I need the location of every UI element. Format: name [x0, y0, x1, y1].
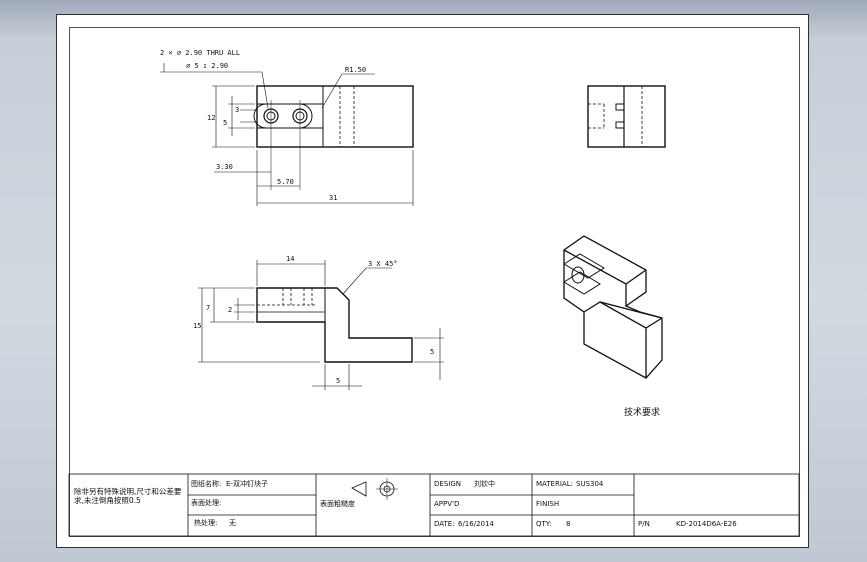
- approved-label: APPV'D: [434, 500, 460, 508]
- surface-treatment-label: 表面处理:: [191, 499, 222, 507]
- dim-7: 7: [206, 304, 210, 312]
- chamfer-label: 3 X 45°: [368, 260, 398, 268]
- radius-label: R1.50: [345, 66, 366, 74]
- dim-right-5: 5: [430, 348, 434, 356]
- roughness-label: 表面粗糙度: [320, 500, 355, 508]
- general-note: 除非另有特殊说明,尺寸和公差要求,未注倒角按照0.5: [74, 487, 182, 505]
- material-label: MATERIAL:: [536, 480, 573, 488]
- dim-3: 3: [235, 106, 239, 114]
- dim-bottom-5: 5: [336, 377, 340, 385]
- qty-value: 8: [566, 520, 571, 528]
- drawing-sheet: [56, 14, 809, 548]
- dim-12: 12: [207, 114, 215, 122]
- dim-15: 15: [193, 322, 201, 330]
- finish-label: FINISH: [536, 500, 560, 508]
- date-label: DATE:: [434, 520, 455, 528]
- hole-callout-1: 2 × ⌀ 2.90 THRU ALL: [160, 49, 240, 57]
- dim-3-30: 3.30: [216, 163, 233, 171]
- hole-callout-2: ⌀ 5 ↧ 2.90: [186, 62, 228, 70]
- top-view: [253, 85, 414, 190]
- drawing-frame: [69, 27, 800, 537]
- pn-value: KD-2014D6A-E26: [676, 520, 737, 528]
- pn-label: P/N: [638, 520, 650, 528]
- dim-2: 2: [228, 306, 232, 314]
- design-label: DESIGN: [434, 480, 461, 488]
- technical-requirements-label: 技术要求: [624, 408, 661, 418]
- side-view: [587, 85, 666, 148]
- top-view-dimensions: [160, 63, 414, 206]
- dim-14: 14: [286, 255, 294, 263]
- drawing-name-label: 图纸名称:: [191, 480, 222, 488]
- isometric-view: [563, 235, 663, 379]
- heat-treatment-label: 热处理:: [194, 519, 218, 527]
- dim-5: 5: [223, 119, 227, 127]
- material-value: SUS304: [576, 480, 604, 488]
- qty-label: QTY:: [536, 520, 552, 528]
- date-value: 6/16/2014: [458, 520, 494, 528]
- front-view-dimensions: [198, 260, 444, 390]
- title-block-grid: [68, 473, 800, 537]
- drawing-name-value: E-双冲钉块子: [226, 480, 268, 488]
- dimension-labels: 2 × ⌀ 2.90 THRU ALL ⌀ 5 ↧ 2.90 R1.50 12 …: [160, 49, 434, 385]
- dim-5-70: 5.70: [277, 178, 294, 186]
- front-view: [256, 287, 413, 363]
- design-value: 刘钦中: [474, 480, 495, 488]
- heat-treatment-value: 无: [229, 519, 236, 527]
- dim-31: 31: [329, 194, 337, 202]
